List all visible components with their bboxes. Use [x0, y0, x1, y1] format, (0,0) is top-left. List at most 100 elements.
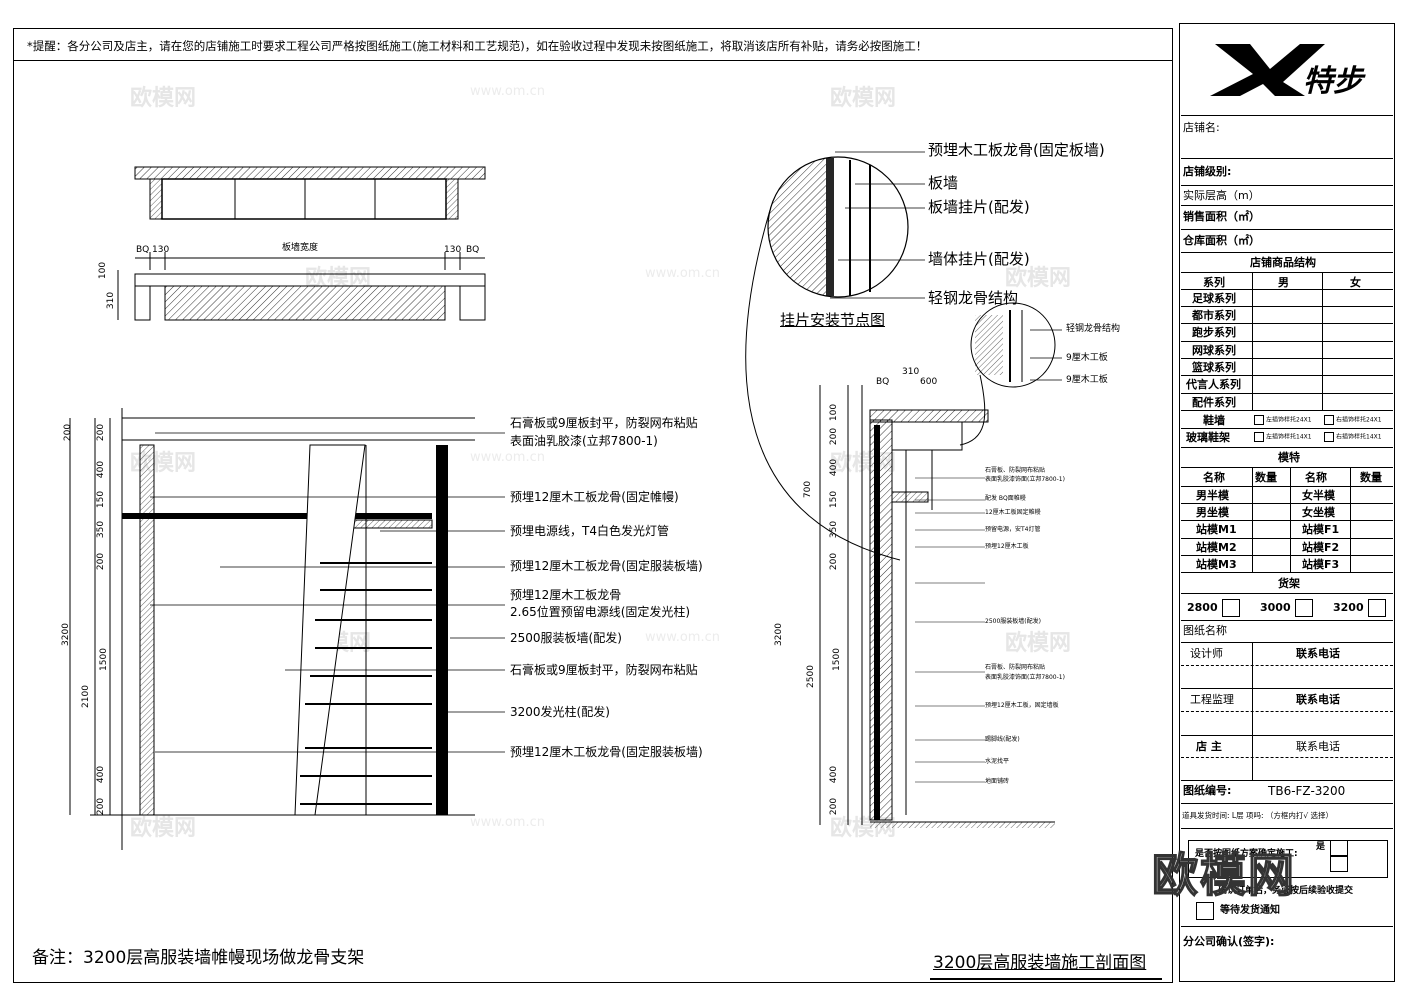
- watermark: www.om.cn: [470, 84, 545, 99]
- branch-confirm-label: 分公司确认(签字):: [1183, 935, 1275, 948]
- watermark: 欧模网: [830, 86, 897, 111]
- plan-dim-130-left: 130: [152, 245, 170, 255]
- elev-dim: 350: [96, 520, 107, 539]
- watermark: www.om.cn: [470, 450, 545, 465]
- tb-row: [1181, 735, 1393, 736]
- detail-label: 轻钢龙骨结构: [928, 289, 1019, 307]
- detail-label: 墙体挂片(配发): [928, 250, 1030, 268]
- notice-text: *提醒：各分公司及店主，请在您的店铺施工时要求工程公司严格按图纸施工(施工材料和…: [27, 39, 928, 53]
- section-dim: 2500: [805, 665, 816, 688]
- mannequin-item: 站模M2: [1196, 541, 1237, 554]
- drawing-title: 3200层高服装墙施工剖面图: [933, 953, 1147, 973]
- detail-label: 预埋木工板龙骨(固定板墙): [928, 141, 1105, 159]
- tb-row: [1181, 593, 1393, 594]
- tb-row: [1181, 503, 1393, 504]
- shoe-wall-option[interactable]: 左插饰样托24X1: [1254, 415, 1312, 425]
- confirm-box: [1188, 840, 1388, 878]
- owner-contact: 联系电话: [1296, 740, 1340, 753]
- elev-note: 2500服装板墙(配发): [510, 631, 622, 645]
- mannequin-col-divider: [1290, 467, 1291, 572]
- shoe-wall-option[interactable]: 右插饰样托24X1: [1324, 415, 1382, 425]
- elev-note: 表面油乳胶漆(立邦7800-1): [510, 434, 658, 448]
- mannequin-item: 站模F1: [1302, 523, 1340, 536]
- confirm-yes-label: 是: [1316, 842, 1326, 852]
- mannequin-item: 站模M3: [1196, 558, 1237, 571]
- tb-row: [1181, 306, 1393, 307]
- elevation-left: [69, 408, 505, 850]
- mannequin-header: 名称: [1203, 471, 1225, 484]
- confirm-yes-checkbox[interactable]: [1330, 840, 1348, 856]
- section-dim: 200: [829, 427, 840, 446]
- section-note: 石膏板、防裂网布粘贴: [985, 664, 1046, 671]
- elev-note: 预埋12厘木工板龙骨(固定服装板墙): [510, 745, 703, 759]
- elev-dim: 200: [96, 552, 107, 571]
- section-dim: 3200: [773, 623, 784, 646]
- logo-mark-icon: [1210, 44, 1325, 96]
- tb-row: [1181, 323, 1393, 324]
- title-block-frame: [1179, 23, 1395, 982]
- section-note: 2500服装板墙(配发): [985, 618, 1041, 625]
- glass-shelf-option[interactable]: 左插饰样托14X1: [1254, 432, 1312, 442]
- mannequin-item: 男坐模: [1196, 506, 1229, 519]
- elev-dim: 150: [96, 490, 107, 509]
- watermark: www.om.cn: [645, 266, 720, 281]
- glass-shelf-label: 玻璃鞋架: [1186, 431, 1230, 444]
- plan-dim-310: 310: [106, 291, 117, 310]
- elev-note: 预埋电源线，T4白色发光灯管: [510, 524, 669, 538]
- tb-row: [1181, 115, 1393, 116]
- section-dim: 400: [829, 765, 840, 784]
- glass-shelf-option[interactable]: 右插饰样托14X1: [1324, 432, 1382, 442]
- section-note: 石膏板、防裂网布粘贴: [985, 467, 1046, 474]
- mannequin-item: 男半模: [1196, 489, 1229, 502]
- tb-row: [1181, 252, 1393, 253]
- tb-row: [1181, 620, 1393, 621]
- elev-note: 石膏板或9厘板封平，防裂网布粘贴: [510, 663, 698, 677]
- plan-view-top: [134, 166, 486, 220]
- plan-view-section: [117, 252, 486, 321]
- plan-dim-100: 100: [98, 261, 109, 280]
- drawing-no-label: 图纸编号:: [1183, 784, 1232, 797]
- designer-label: 设计师: [1190, 647, 1223, 660]
- confirm-text-c: 等待发货通知: [1220, 905, 1280, 916]
- tb-row: [1181, 158, 1393, 159]
- store-level-label: 店铺级别:: [1183, 165, 1232, 178]
- watermark: 欧模网: [130, 86, 197, 111]
- detail-label: 板墙: [928, 174, 959, 192]
- section-note: 配发 BQ面帷幔: [985, 495, 1026, 502]
- elev-note: 预埋12厘木工板龙骨(固定帷幔): [510, 490, 679, 504]
- structure-title: 店铺商品结构: [1250, 256, 1316, 269]
- small-detail-circle: [959, 302, 1062, 446]
- section-dim: 200: [829, 552, 840, 571]
- shelf-size-3200[interactable]: 3200: [1333, 599, 1388, 617]
- series-item: 代言人系列: [1186, 378, 1241, 391]
- elev-note: 2.65位置预留电源线(固定发光柱): [510, 605, 691, 619]
- plan-dim-130-right: 130: [444, 245, 462, 255]
- tb-row: [1181, 555, 1393, 556]
- elev-dim: 200: [63, 423, 74, 442]
- shelf-size-3000[interactable]: 3000: [1260, 599, 1315, 617]
- tb-row: [1181, 520, 1393, 521]
- tb-row: [1181, 642, 1393, 643]
- shelf-size-2800[interactable]: 2800: [1187, 599, 1242, 617]
- section-note: 12厘木工板固定帷幔: [985, 509, 1041, 516]
- elev-note: 石膏板或9厘板封平，防裂网布粘贴: [510, 416, 698, 430]
- tb-row: [1181, 341, 1393, 342]
- series-item: 配件系列: [1192, 396, 1236, 409]
- elev-note: 3200发光柱(配发): [510, 705, 610, 719]
- section-note: 水泥找平: [985, 758, 1010, 765]
- section-note: 表面乳胶漆饰面(立邦7800-1): [985, 674, 1065, 681]
- section-dim-600: 600: [920, 377, 938, 387]
- watermark: 欧模网: [1005, 266, 1072, 291]
- series-header-female: 女: [1350, 276, 1361, 289]
- section-note: 踢脚线(配发): [985, 736, 1020, 743]
- logo-text: 特步: [1303, 64, 1363, 99]
- section-dim: 100: [829, 403, 840, 422]
- section-note: 表面乳胶漆饰面(立邦7800-1): [985, 476, 1065, 483]
- drawing-title-underline: [930, 978, 1162, 980]
- notify-checkbox[interactable]: [1196, 902, 1214, 920]
- notice-divider: [13, 60, 1173, 61]
- confirm-no-checkbox[interactable]: [1330, 856, 1348, 872]
- section-dim: 150: [829, 490, 840, 509]
- tb-row: [1181, 711, 1393, 712]
